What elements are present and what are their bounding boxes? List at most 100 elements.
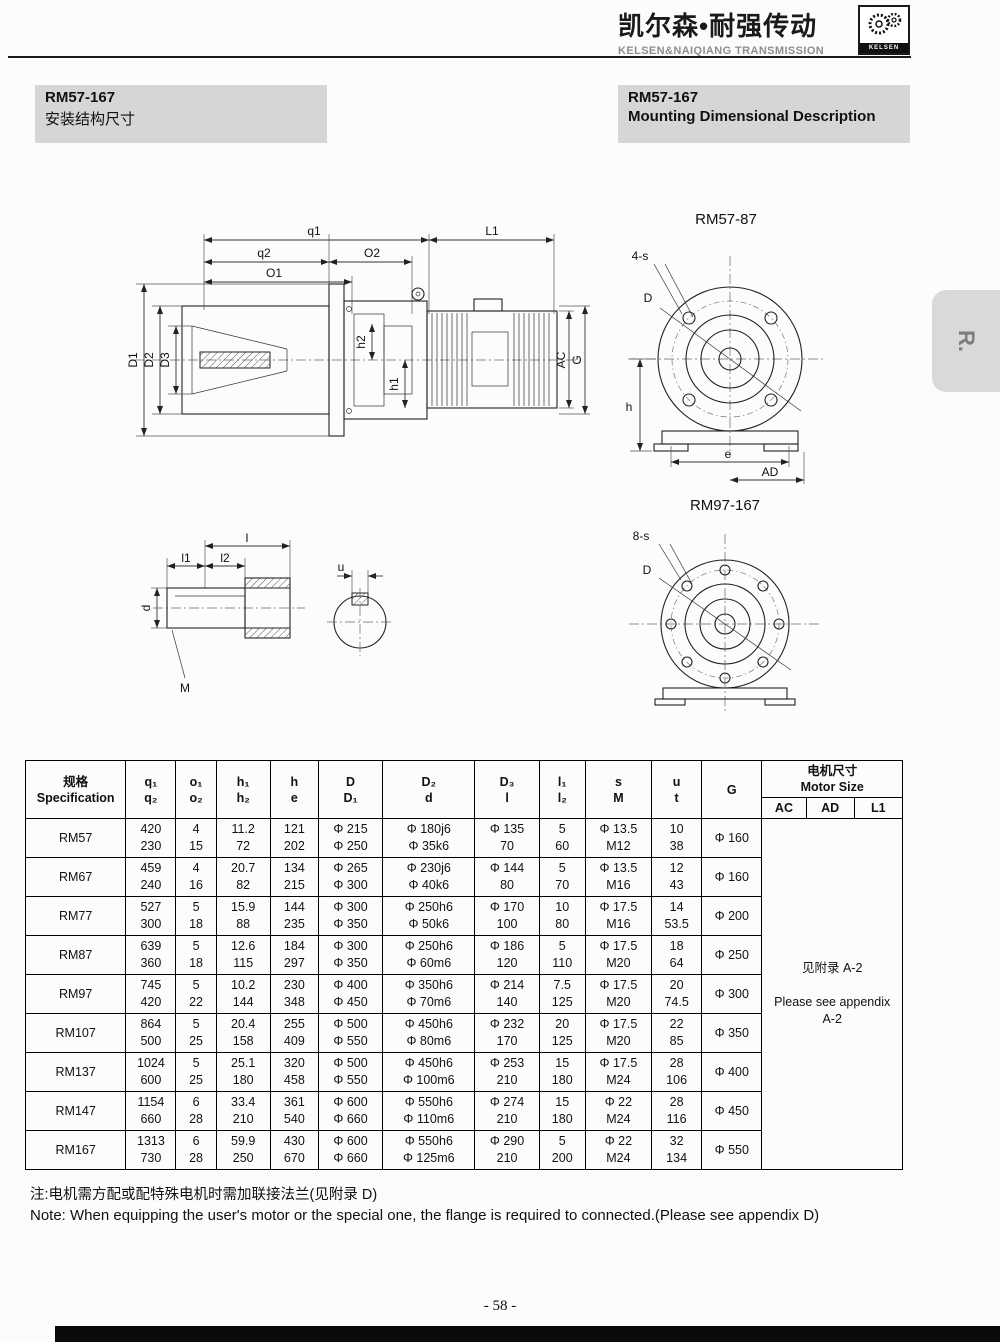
g-cell: Φ 160 (701, 818, 763, 858)
dim-label-D1: D1 (126, 352, 140, 368)
model-range-cn: RM57-167 (45, 89, 116, 106)
motor-subheader-row: AC AD L1 (26, 797, 904, 819)
brand-logo: KELSEN (858, 5, 910, 55)
dim-label-q2: q2 (257, 246, 271, 260)
dim-label-d: d (139, 605, 153, 612)
figure-title-rm97-167: RM97-167 (689, 497, 761, 514)
dim-label-D-flange2: D (643, 563, 652, 577)
section-index-label: R. (954, 330, 979, 352)
dim-label-D3: D3 (158, 352, 172, 368)
page-number: - 58 - (483, 1298, 517, 1314)
dim-label-e: e (725, 447, 732, 461)
note-en: Note: When equipping the user's motor or… (30, 1207, 820, 1224)
g-cell: Φ 400 (701, 1052, 763, 1092)
col-header-g: G (701, 760, 763, 819)
dim-label-AD: AD (762, 465, 779, 479)
dim-label-D2: D2 (142, 352, 156, 368)
bottom-bar (55, 1326, 1000, 1342)
g-cell: Φ 450 (701, 1091, 763, 1131)
g-cell: Φ 550 (701, 1130, 763, 1170)
spec-cell: RM77 (24, 896, 127, 936)
col-header-ad: AD (805, 797, 855, 819)
dim-label-l2: l2 (220, 551, 230, 565)
spec-cell: RM167 (24, 1130, 127, 1170)
g-cell: Φ 350 (701, 1013, 763, 1053)
g-cell: Φ 300 (701, 974, 763, 1014)
dim-label-l: l (246, 531, 249, 545)
dim-label-G: G (570, 355, 584, 364)
dim-label-O1: O1 (266, 266, 282, 280)
spec-cell: RM67 (24, 857, 127, 897)
dim-label-h2: h2 (354, 335, 368, 349)
brand-name-en: KELSEN&NAIQIANG TRANSMISSION (618, 45, 825, 57)
g-cell: Φ 160 (701, 857, 763, 897)
dim-label-q1: q1 (307, 224, 321, 238)
shaft-detail-drawing: l l1 l2 d M u (139, 531, 393, 695)
dim-label-h1: h1 (387, 377, 401, 391)
main-assembly-drawing: q1 L1 q2 O2 O1 h2 h1 (126, 224, 590, 437)
